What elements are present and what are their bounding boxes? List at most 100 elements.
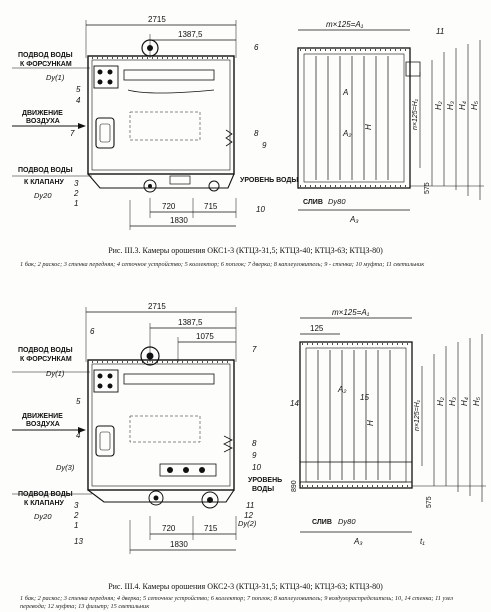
part-7: 7 [70,129,75,138]
part-1: 1 [74,199,78,208]
part-2: 2 [73,189,79,198]
tank-body [87,55,235,175]
label-water-level: УРОВЕНЬ ВОДЫ [240,177,298,184]
side-h2: H₂ [434,101,443,110]
side-dim-a1: m×125=A₁ [326,20,364,29]
part-6: 6 [90,327,95,336]
figure-4-caption: Рис. III.4. Камеры орошения ОКС2-3 (КТЦЗ… [108,582,383,591]
tank-body-2 [87,359,235,491]
dim-1830: 1830 [170,540,188,549]
dim-715: 715 [204,524,218,533]
label-dy3: Dу(3) [56,463,75,472]
side-h2: H₂ [436,397,445,406]
dim-720: 720 [162,524,176,533]
part-5: 5 [76,85,81,94]
label-dy20: Dу20 [34,512,52,521]
part-2: 2 [73,511,79,520]
side-h5: H₅ [472,396,481,406]
label-supply-nozzles: ПОДВОД ВОДЫ [18,52,73,59]
label-supply-valve-2: К КЛАПАНУ [24,500,65,507]
part-11: 11 [436,27,444,36]
label-dy80: Dу80 [338,517,356,526]
dim-720: 720 [162,202,176,211]
part-3: 3 [74,179,79,188]
side-dim-a3: A₃ [353,537,363,546]
part-10: 10 [252,463,261,472]
label-supply-nozzles-2: К ФОРСУНКАМ [20,61,72,68]
side-dim-575: 575 [426,496,433,508]
part-12: 12 [244,511,253,520]
side-h4: H₄ [458,101,467,110]
collector [123,69,215,81]
label-air: ДВИЖЕНИЕ [22,110,63,117]
figure-3-legend: 1 бак; 2 раскос; 3 стенка передняя; 4 се… [20,261,425,268]
part-13: 13 [74,537,83,546]
part-4: 4 [76,96,81,105]
side-h5: H₅ [470,100,479,110]
label-drain: СЛИВ [312,519,332,526]
part-5: 5 [76,397,81,406]
dim-2715: 2715 [148,302,166,311]
side-h1: n×125=H₁ [412,98,419,130]
side-h4: H₄ [460,397,469,406]
label-supply-valve: ПОДВОД ВОДЫ [18,167,73,174]
label-supply-valve-2: К КЛАПАНУ [24,179,65,186]
part-8: 8 [254,129,259,138]
figure-3-caption: Рис. III.3. Камеры орошения ОКС1-3 (КТЦЗ… [108,246,383,255]
label-dy1: Dу(1) [46,73,65,82]
dim-1830: 1830 [170,216,188,225]
side-view-frame [297,47,411,189]
door [95,117,115,149]
part-9: 9 [262,141,267,150]
side-a2: A₂ [337,385,346,394]
part-8: 8 [252,439,257,448]
label-dy2: Dу(2) [238,519,257,528]
side-dim-t1: t₁ [420,537,425,546]
part-4: 4 [76,431,81,440]
side-a2: A₂ [342,129,351,138]
dim-1387: 1387,5 [178,318,203,327]
label-air-2: ВОЗДУХА [26,118,60,125]
side-h3: H₃ [446,101,455,110]
label-supply-nozzles: ПОДВОД ВОДЫ [18,347,73,354]
part-11: 11 [246,501,254,510]
part-9: 9 [252,451,257,460]
part-10: 10 [256,205,265,214]
dim-1075: 1075 [196,332,214,341]
side-dim-125: 125 [310,324,324,333]
mesh-device [93,65,119,89]
part-14: 14 [290,399,299,408]
label-air: ДВИЖЕНИЕ [22,413,63,420]
side-dim-a1: m×125=A₁ [332,308,370,317]
side-h: H [364,124,373,130]
label-drain: СЛИВ [303,199,323,206]
label-supply-valve: ПОДВОД ВОДЫ [18,491,73,498]
part-7: 7 [252,345,257,354]
label-dy80: Dу80 [328,197,346,206]
label-water-level-2: ВОДЫ [252,486,274,493]
figure-3-drawing: 2715 1387,5 720 715 1830 ПОДВОД ВОДЫ К Ф… [12,15,484,230]
part-1: 1 [74,521,78,530]
side-h1: n×125=H₁ [414,399,421,431]
side-dim-a3: A₃ [349,215,359,224]
side-a: A [342,88,348,97]
dim-1387: 1387,5 [178,30,203,39]
figure-4-legend: 1 бак; 2 раскос; 3 стенка передняя; 4 дв… [20,595,454,610]
side-dim-890: 890 [291,480,298,492]
part-6: 6 [254,43,259,52]
nozzle-inlet-2 [140,346,160,366]
part-15: 15 [360,393,369,402]
label-air-2: ВОЗДУХА [26,421,60,428]
side-h: H [366,420,375,426]
nozzle-inlet [141,39,159,57]
label-dy20: Dу20 [34,191,52,200]
label-water-level: УРОВЕНЬ [248,477,282,484]
side-dim-575: 575 [424,182,431,194]
dim-715: 715 [204,202,218,211]
part-3: 3 [74,501,79,510]
side-h3: H₃ [448,397,457,406]
figure-4-drawing: 2715 1387,5 1075 720 715 1830 ПОДВОД ВОД… [12,302,486,554]
dim-2715: 2715 [148,15,166,24]
label-dy1: Dу(1) [46,369,65,378]
